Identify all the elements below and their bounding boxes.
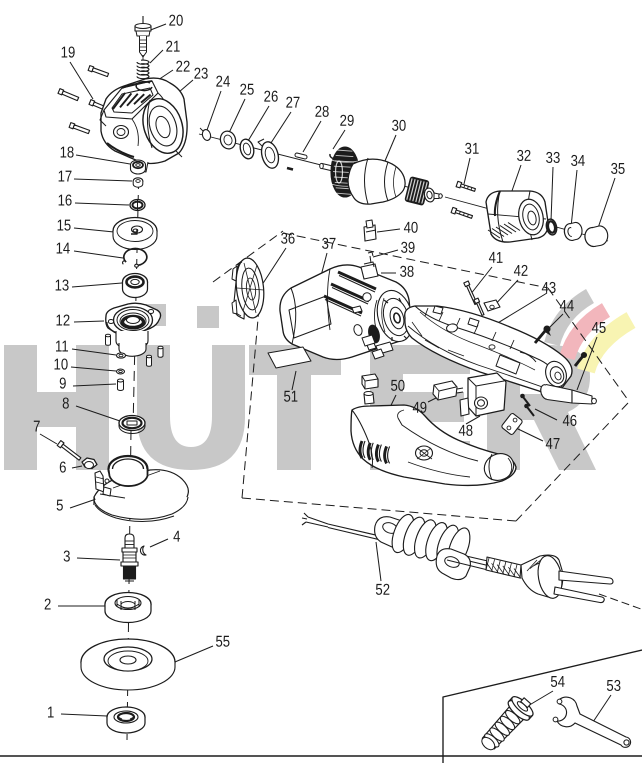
svg-text:50: 50 bbox=[391, 378, 406, 395]
svg-text:1: 1 bbox=[47, 705, 54, 722]
svg-text:15: 15 bbox=[57, 218, 72, 235]
svg-text:38: 38 bbox=[400, 264, 415, 281]
svg-text:9: 9 bbox=[59, 376, 66, 393]
svg-text:28: 28 bbox=[315, 104, 330, 121]
svg-text:23: 23 bbox=[194, 66, 209, 83]
svg-text:17: 17 bbox=[58, 169, 73, 186]
svg-text:45: 45 bbox=[592, 320, 607, 337]
svg-text:24: 24 bbox=[216, 74, 231, 91]
svg-text:13: 13 bbox=[55, 278, 70, 295]
svg-text:12: 12 bbox=[56, 313, 71, 330]
svg-text:34: 34 bbox=[571, 153, 586, 170]
svg-text:29: 29 bbox=[340, 113, 355, 130]
svg-text:32: 32 bbox=[517, 148, 532, 165]
svg-text:39: 39 bbox=[401, 240, 416, 257]
svg-text:40: 40 bbox=[404, 220, 419, 237]
svg-text:18: 18 bbox=[60, 145, 75, 162]
svg-text:14: 14 bbox=[56, 241, 71, 258]
svg-text:20: 20 bbox=[169, 13, 184, 30]
svg-text:21: 21 bbox=[166, 39, 181, 56]
svg-text:11: 11 bbox=[55, 339, 69, 356]
svg-text:3: 3 bbox=[63, 549, 70, 566]
svg-text:31: 31 bbox=[465, 141, 480, 158]
svg-text:16: 16 bbox=[58, 193, 73, 210]
svg-text:41: 41 bbox=[489, 250, 504, 267]
svg-text:42: 42 bbox=[514, 263, 529, 280]
svg-text:37: 37 bbox=[322, 236, 337, 253]
svg-text:54: 54 bbox=[550, 674, 565, 691]
svg-text:6: 6 bbox=[59, 460, 66, 477]
svg-text:48: 48 bbox=[458, 423, 473, 440]
svg-text:55: 55 bbox=[215, 634, 230, 651]
svg-text:5: 5 bbox=[56, 498, 63, 515]
svg-text:2: 2 bbox=[44, 597, 51, 614]
svg-text:33: 33 bbox=[546, 150, 561, 167]
svg-text:35: 35 bbox=[611, 161, 626, 178]
svg-text:43: 43 bbox=[542, 280, 557, 297]
svg-text:30: 30 bbox=[392, 118, 407, 135]
svg-text:47: 47 bbox=[546, 436, 561, 453]
svg-text:10: 10 bbox=[54, 357, 69, 374]
svg-text:7: 7 bbox=[33, 419, 40, 436]
svg-text:19: 19 bbox=[61, 45, 76, 62]
svg-text:36: 36 bbox=[281, 231, 296, 248]
svg-text:4: 4 bbox=[173, 529, 180, 546]
svg-text:44: 44 bbox=[560, 298, 575, 315]
svg-text:51: 51 bbox=[284, 389, 299, 406]
svg-text:25: 25 bbox=[240, 82, 255, 99]
svg-text:52: 52 bbox=[375, 582, 390, 599]
svg-text:8: 8 bbox=[62, 396, 69, 413]
svg-text:27: 27 bbox=[286, 95, 301, 112]
svg-text:46: 46 bbox=[562, 413, 577, 430]
svg-text:49: 49 bbox=[413, 400, 428, 417]
svg-text:53: 53 bbox=[606, 678, 621, 695]
svg-text:26: 26 bbox=[264, 89, 279, 106]
svg-text:22: 22 bbox=[176, 59, 191, 76]
